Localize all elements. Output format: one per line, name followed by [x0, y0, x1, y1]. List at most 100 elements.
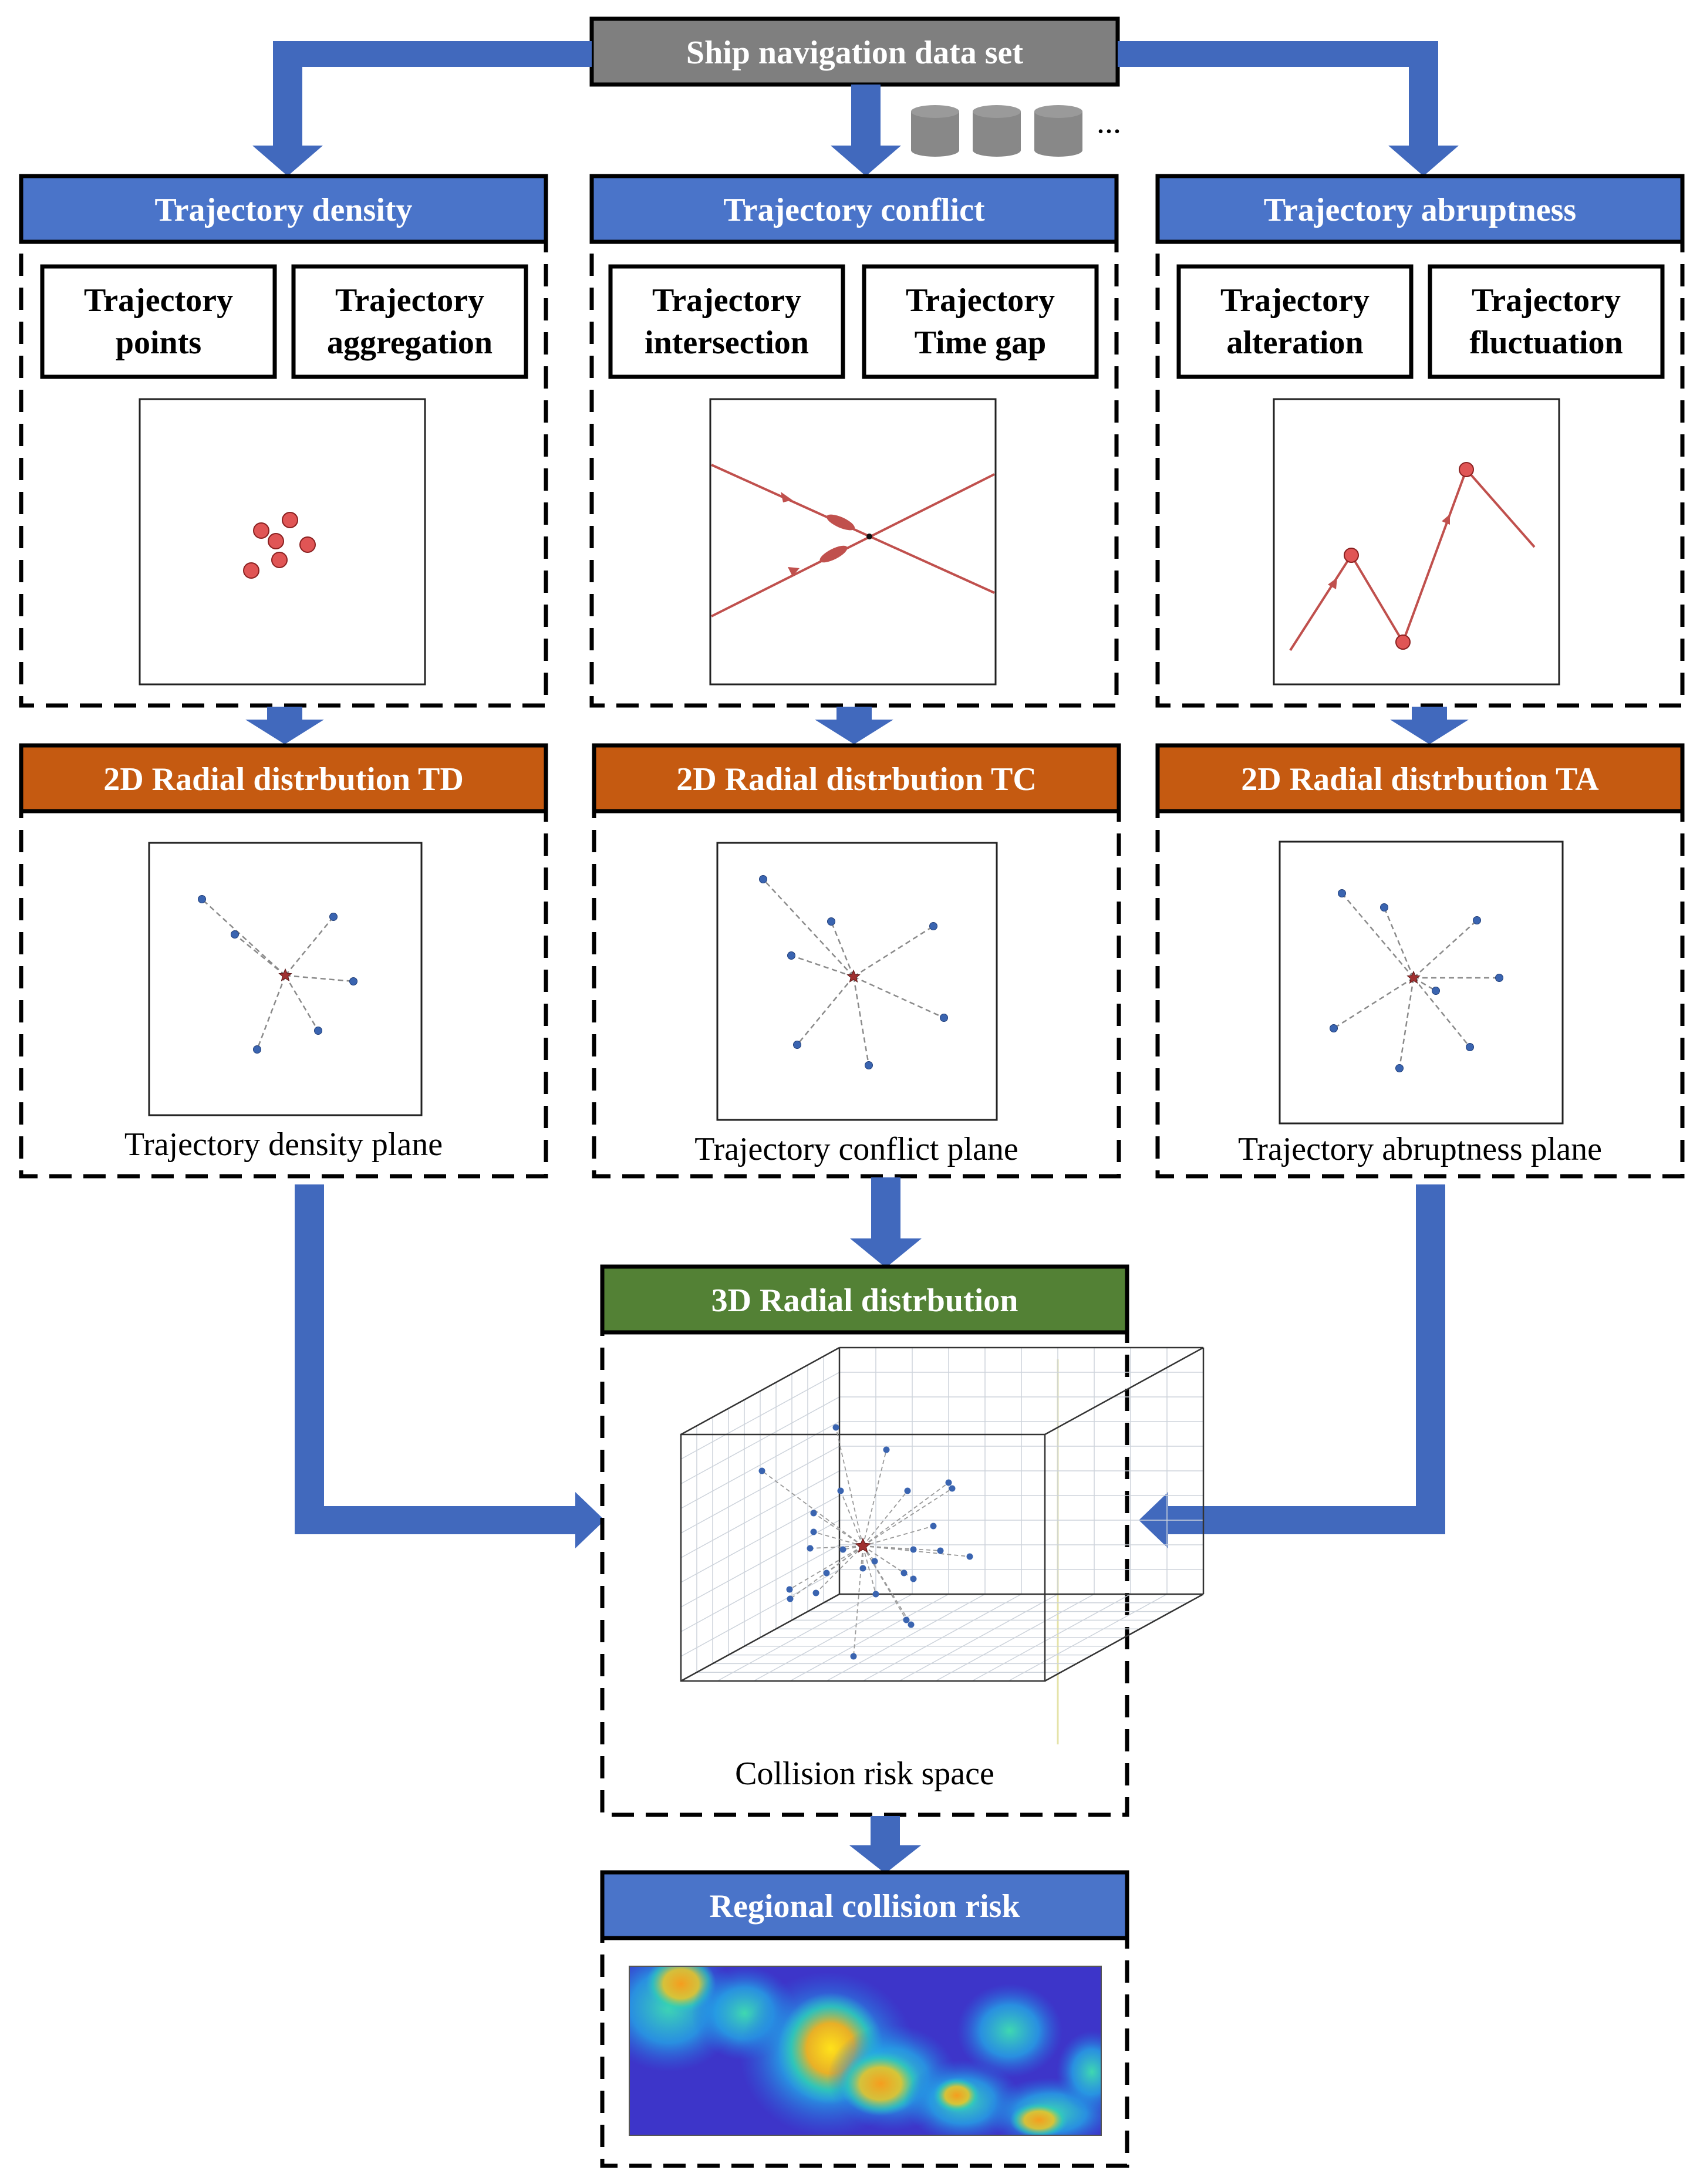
density-header: Trajectory density — [154, 192, 412, 228]
radial-point — [910, 1575, 917, 1582]
database-icon — [973, 105, 1021, 157]
source-title: Ship navigation data set — [686, 35, 1023, 71]
radial-point — [786, 1586, 793, 1593]
direction-arrow-icon — [1442, 514, 1450, 525]
arrow-to-abruptness — [1118, 41, 1459, 176]
radial-ray — [797, 976, 854, 1045]
radial-ray — [285, 974, 354, 983]
collision-space-caption: Collision risk space — [735, 1756, 994, 1792]
radial-point — [1495, 974, 1503, 982]
radial-point — [940, 1014, 948, 1022]
radial-3d-panel: 3D Radial distrbution Collision risk spa… — [600, 1264, 1205, 1817]
density-plane-caption: Trajectory density plane — [124, 1126, 443, 1163]
row-arrows — [245, 707, 1469, 744]
radial-point — [850, 1653, 857, 1660]
turning-point — [1459, 462, 1474, 477]
density-panel: Trajectory density Trajectory points Tra… — [19, 174, 548, 708]
label-line: Time gap — [915, 325, 1047, 361]
arrow-center — [850, 1177, 922, 1268]
radial-tc-header: 2D Radial distrbution TC — [676, 761, 1037, 798]
label-line: intersection — [645, 325, 809, 361]
radial-point — [949, 1485, 956, 1492]
radial-point — [900, 1569, 908, 1577]
source-arrows — [252, 41, 1459, 176]
arrow-right-branch — [1139, 1184, 1445, 1548]
radial-ray — [1398, 977, 1415, 1069]
trajectory-fluctuation-box: Trajectory fluctuation — [1428, 264, 1665, 379]
conflict-plane-caption: Trajectory conflict plane — [694, 1131, 1018, 1167]
radial-ray — [1333, 977, 1414, 1029]
radial-ray — [256, 975, 286, 1050]
radial-point — [793, 1041, 801, 1049]
radial-ray — [763, 879, 854, 977]
trajectory-points-box: Trajectory points — [40, 264, 277, 379]
trajectory-point — [282, 512, 298, 528]
radial-ray — [1413, 977, 1470, 1048]
radial-point — [937, 1547, 944, 1554]
radial-ray — [862, 1545, 970, 1557]
direction-arrow-icon — [1328, 578, 1337, 589]
radial-ray — [862, 1545, 876, 1595]
trajectory-point — [253, 522, 269, 539]
arrow-to-density — [252, 41, 592, 176]
radial-ray — [234, 934, 286, 976]
radial-point — [823, 1569, 830, 1577]
radial-ray — [284, 975, 319, 1031]
conflict-panel: Trajectory conflict Trajectory intersect… — [589, 174, 1119, 708]
zigzag-plot — [1273, 398, 1560, 686]
database-icon — [1034, 105, 1082, 157]
arrow-down — [1390, 707, 1469, 744]
radial-point — [883, 1446, 890, 1453]
radial-point — [810, 1510, 817, 1517]
intersection-point — [866, 534, 872, 539]
abruptness-panel: Trajectory abruptness Trajectory alterat… — [1155, 174, 1685, 708]
label-line: aggregation — [327, 325, 493, 361]
radial-ray — [815, 1545, 864, 1594]
arrow-down — [815, 707, 893, 744]
radial-point — [758, 1467, 765, 1474]
radial-plot-td — [148, 842, 423, 1116]
radial-point — [812, 1589, 819, 1596]
radial-point — [839, 1546, 846, 1553]
radial-ray — [852, 976, 870, 1066]
trajectory-time-gap-box: Trajectory Time gap — [862, 264, 1099, 379]
radial-point — [1380, 903, 1388, 912]
radial-point — [908, 1621, 915, 1628]
radial-ray — [862, 1525, 934, 1547]
radial-ray — [840, 1490, 864, 1547]
ship-icon — [819, 545, 848, 563]
radial-ray — [853, 975, 945, 1019]
arrow-down — [245, 707, 324, 744]
radial-point — [929, 922, 937, 930]
ellipsis-text: ... — [1097, 104, 1121, 140]
radial-ray — [853, 1545, 864, 1657]
risk-heatmap — [629, 1966, 1101, 2135]
radial-point — [1395, 1064, 1404, 1072]
trajectory-point — [243, 562, 259, 579]
radial-ray — [853, 925, 934, 978]
radial-ray — [1413, 920, 1478, 978]
center-star-icon — [846, 969, 861, 983]
radial-3d-header: 3D Radial distrbution — [711, 1282, 1018, 1319]
radial-ray — [862, 1545, 941, 1551]
label-line: points — [116, 325, 201, 361]
abruptness-header: Trajectory abruptness — [1264, 192, 1576, 228]
arrow-left-branch — [295, 1184, 605, 1548]
radial-point — [832, 1424, 839, 1431]
radial-ray — [862, 1488, 953, 1547]
radial-ray — [789, 1545, 864, 1590]
radial-ray — [201, 899, 286, 976]
label-line: alteration — [1226, 325, 1363, 361]
trajectory-point — [268, 533, 284, 549]
database-icon — [911, 105, 959, 157]
center-star-icon — [1406, 970, 1421, 984]
radial-point — [837, 1487, 844, 1494]
radial-plot-tc — [716, 842, 998, 1121]
trajectory-aggregation-box: Trajectory aggregation — [291, 264, 528, 379]
radial-ta-panel: 2D Radial distrbution TA Trajectory abru… — [1155, 743, 1685, 1179]
radial-point — [810, 1528, 817, 1535]
radial-ray — [1413, 977, 1436, 992]
radial-ray — [813, 1513, 864, 1547]
center-star-icon — [278, 968, 292, 981]
